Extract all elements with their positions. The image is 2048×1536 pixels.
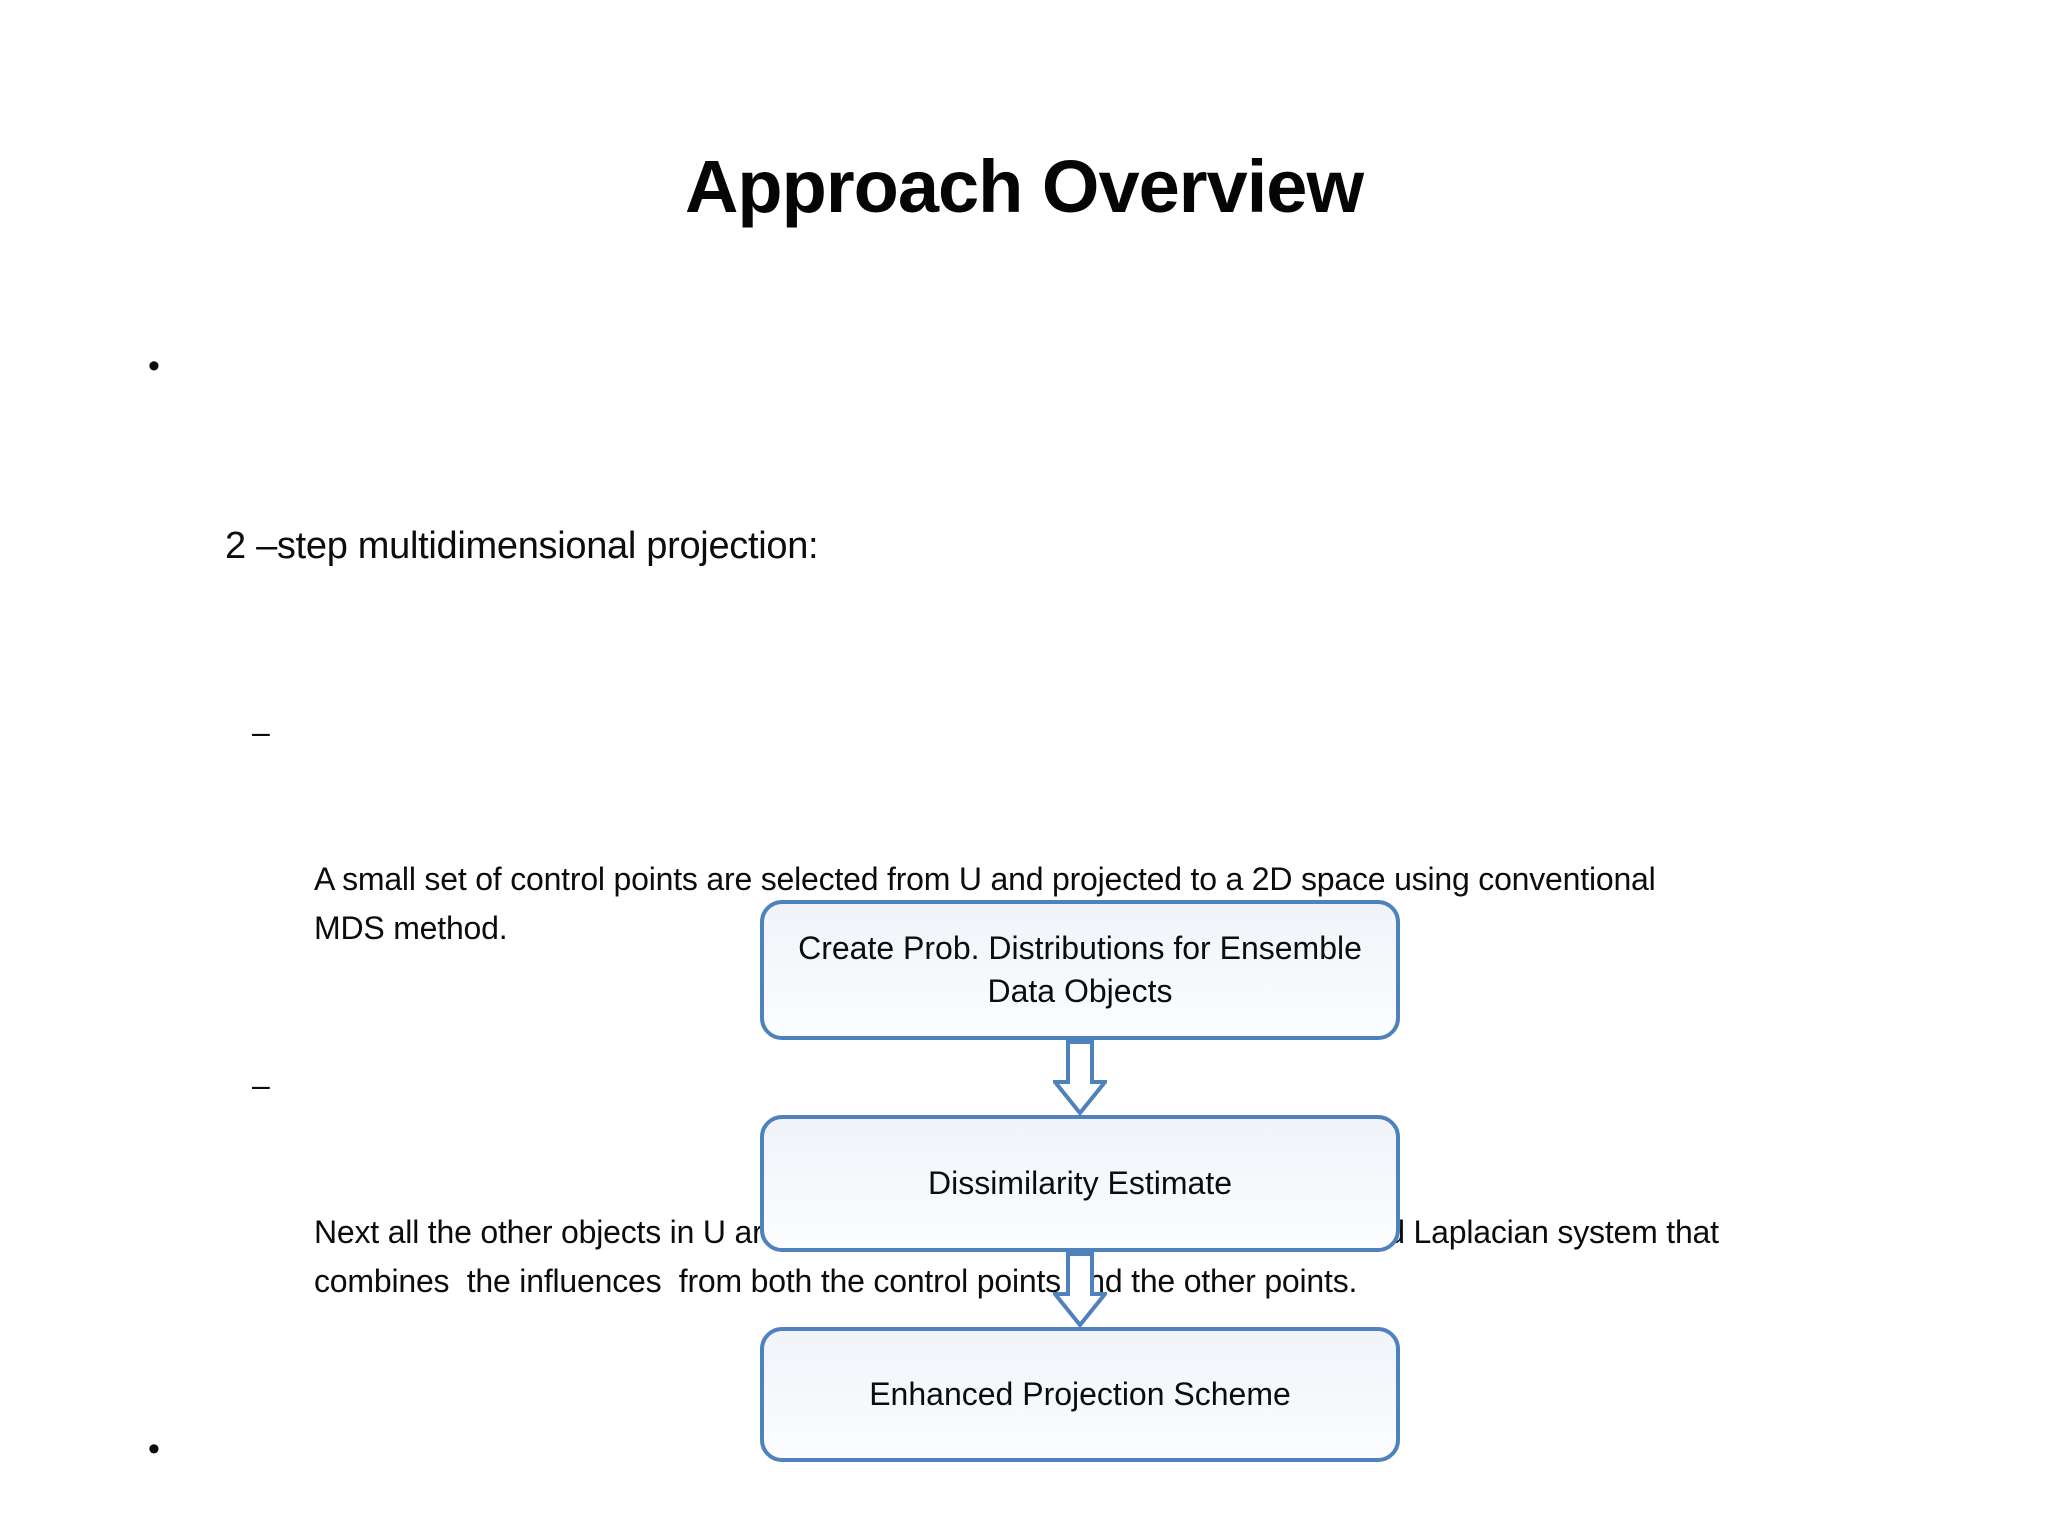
bullet-icon: • (148, 347, 160, 385)
sub-bullet-item: – A small set of control points are sele… (0, 708, 2008, 1051)
bullet-item: • 2 –step multidimensional projection: (0, 336, 2008, 696)
down-arrow-icon (1053, 1252, 1107, 1327)
flowchart-step-dissimilarity-estimate: Dissimilarity Estimate (760, 1115, 1400, 1252)
bullet-text: 2 –step multidimensional projection: (225, 525, 819, 567)
page-title: Approach Overview (684, 145, 1364, 228)
flowchart-step-enhanced-projection: Enhanced Projection Scheme (760, 1327, 1400, 1462)
dash-icon: – (252, 714, 270, 750)
bullet-list: • 2 –step multidimensional projection: –… (0, 336, 2008, 1536)
dash-icon: – (252, 1067, 270, 1103)
flowchart-step-create-distributions: Create Prob. Distributions for Ensemble … (760, 900, 1400, 1040)
flowchart-step-label: Enhanced Projection Scheme (869, 1376, 1291, 1412)
bullet-item: • To find the distance between two data … (0, 1418, 2008, 1536)
flowchart-step-label: Dissimilarity Estimate (927, 1165, 1233, 1201)
flowchart-step-label: Create Prob. Distributions for Ensemble … (798, 930, 1362, 1009)
flowchart: Create Prob. Distributions for Ensemble … (760, 900, 1400, 1462)
down-arrow-icon (1053, 1040, 1107, 1115)
bullet-icon: • (148, 1430, 160, 1468)
sub-bullet-text: A small set of control points are select… (314, 861, 1656, 946)
